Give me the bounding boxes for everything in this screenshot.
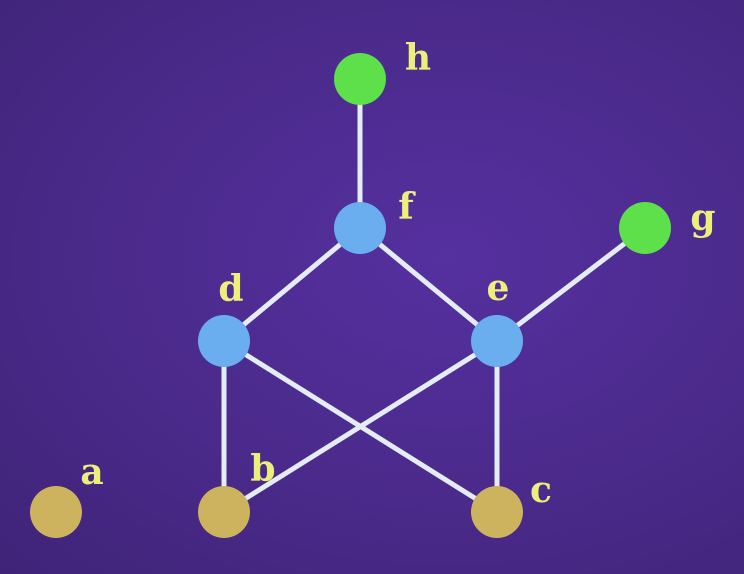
node-c — [471, 486, 523, 538]
node-e — [471, 315, 523, 367]
node-label-h: h — [405, 37, 431, 79]
node-b — [198, 486, 250, 538]
label-layer: a b c d e f g h — [80, 37, 715, 511]
node-label-b: b — [250, 448, 275, 490]
node-label-c: c — [530, 469, 552, 511]
node-label-f: f — [398, 186, 416, 228]
node-label-g: g — [690, 197, 715, 239]
node-a — [30, 486, 82, 538]
node-label-e: e — [487, 267, 510, 309]
edge-f-d — [221, 225, 363, 344]
node-d — [198, 315, 250, 367]
node-f — [334, 202, 386, 254]
edge-e-g — [494, 225, 648, 344]
node-layer — [30, 53, 671, 538]
node-h — [334, 53, 386, 105]
edge-e-b — [221, 338, 500, 515]
node-g — [619, 202, 671, 254]
node-label-d: d — [218, 268, 243, 310]
node-label-a: a — [80, 451, 103, 493]
edge-layer — [221, 76, 648, 515]
edge-f-e — [357, 225, 500, 344]
